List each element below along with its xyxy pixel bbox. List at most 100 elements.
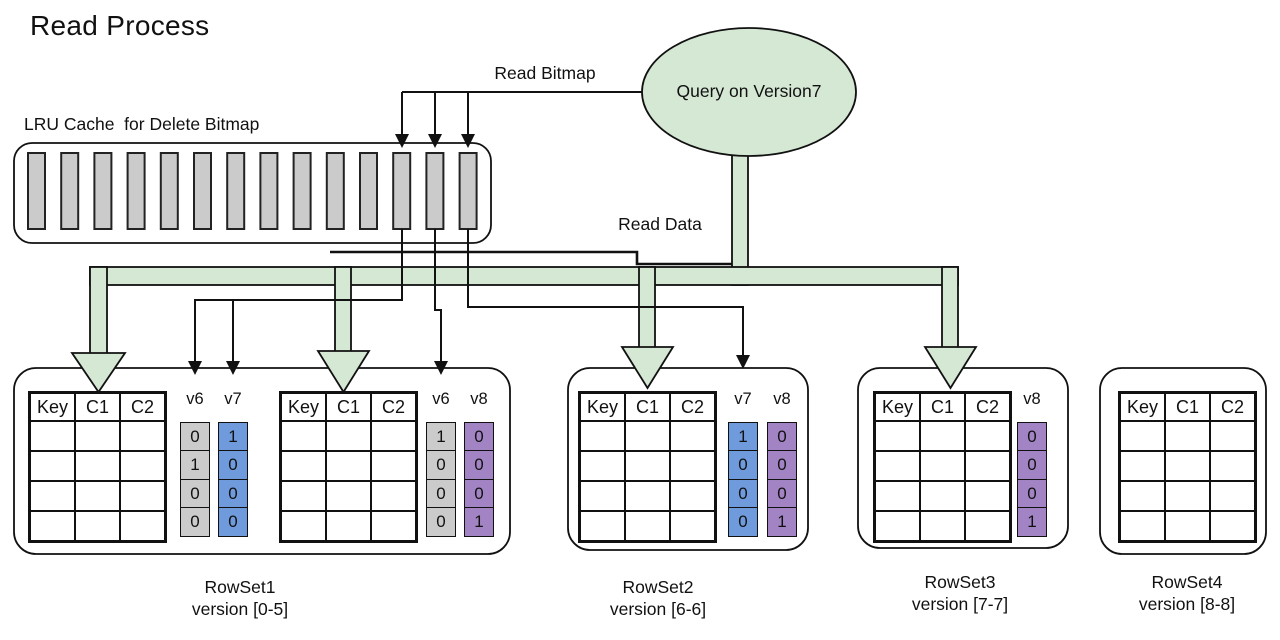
cache-slot-bar — [259, 152, 279, 230]
empty-cell — [281, 451, 326, 481]
bitmap-cell: 0 — [180, 507, 210, 538]
bitmap-cell: 1 — [426, 422, 456, 452]
empty-cell — [965, 451, 1010, 481]
bitmap-wires — [188, 91, 750, 375]
bitmap-label-v7: v7 — [224, 390, 242, 408]
rowset-version: version [8-8] — [1138, 594, 1236, 614]
cache-slot-bar — [458, 152, 478, 230]
cache-slot-bar — [359, 152, 378, 230]
empty-cell — [30, 421, 75, 451]
empty-cell — [1165, 481, 1210, 511]
rowset4-table: Key C1 C2 — [1118, 391, 1257, 543]
empty-cell — [371, 421, 416, 451]
empty-cell — [920, 511, 965, 541]
bitmap-cell: 1 — [767, 507, 797, 538]
empty-cell — [920, 421, 965, 451]
empty-cell — [1165, 421, 1210, 451]
empty-cell — [326, 481, 371, 511]
empty-cell — [371, 451, 416, 481]
empty-cell — [30, 451, 75, 481]
col-header: C2 — [371, 393, 416, 421]
bitmap-label-v8: v8 — [470, 390, 488, 408]
bitmap-cell: 0 — [426, 478, 456, 509]
col-header: Key — [875, 393, 920, 421]
empty-cell — [281, 481, 326, 511]
empty-cell — [580, 451, 625, 481]
empty-cell — [281, 421, 326, 451]
rowset2-table: Key C1 C2 — [578, 391, 717, 543]
empty-cell — [120, 481, 165, 511]
cache-slot-bar — [159, 152, 179, 230]
empty-cell — [1120, 511, 1165, 541]
empty-cell — [670, 451, 715, 481]
empty-cell — [580, 421, 625, 451]
empty-cell — [120, 451, 165, 481]
bitmap-cell: 0 — [180, 422, 210, 452]
rowset3-caption: RowSet3 version [7-7] — [850, 571, 1070, 615]
bitmap-cell: 0 — [426, 450, 456, 481]
empty-cell — [371, 511, 416, 541]
empty-cell — [875, 481, 920, 511]
rowset-name: RowSet4 — [1151, 572, 1223, 592]
bitmap-cell: 0 — [426, 507, 456, 538]
empty-cell — [670, 511, 715, 541]
bitmap-cell: 0 — [728, 450, 758, 481]
empty-cell — [625, 421, 670, 451]
bitmap-column-v7: 1 0 0 0 — [218, 422, 248, 538]
lru-cache-label: LRU Cache for Delete Bitmap — [24, 114, 260, 134]
pipe-stem-rowset1b — [334, 266, 352, 354]
col-header: Key — [281, 393, 326, 421]
bitmap-label-v8: v8 — [1023, 390, 1041, 408]
empty-cell — [625, 481, 670, 511]
empty-cell — [670, 481, 715, 511]
empty-cell — [875, 511, 920, 541]
empty-cell — [670, 421, 715, 451]
bitmap-label-v7: v7 — [734, 390, 752, 408]
col-header: C2 — [670, 393, 715, 421]
bitmap-column-v7: 1 0 0 0 — [728, 422, 758, 538]
empty-cell — [625, 511, 670, 541]
bitmap-column-v6: 0 1 0 0 — [180, 422, 210, 538]
bitmap-cell: 1 — [464, 507, 494, 538]
empty-cell — [281, 511, 326, 541]
bitmap-cell: 0 — [218, 507, 248, 538]
empty-cell — [371, 481, 416, 511]
green-arrowhead-rowset1a — [70, 352, 127, 394]
empty-cell — [1120, 451, 1165, 481]
col-header: C1 — [326, 393, 371, 421]
empty-cell — [1210, 511, 1255, 541]
bitmap-column-v8: 0 0 0 1 — [767, 422, 797, 538]
cache-slot-bar — [60, 152, 80, 230]
bitmap-cell: 0 — [767, 422, 797, 452]
cache-slot-bar — [193, 152, 212, 230]
col-header: Key — [30, 393, 75, 421]
read-bitmap-label: Read Bitmap — [494, 63, 596, 83]
empty-cell — [1210, 421, 1255, 451]
bitmap-cell: 0 — [218, 478, 248, 509]
bitmap-cell: 0 — [728, 478, 758, 509]
bitmap-column-v8: 0 0 0 1 — [464, 422, 494, 538]
rowset3-table: Key C1 C2 — [873, 391, 1012, 543]
bitmap-label-v6: v6 — [186, 390, 204, 408]
empty-cell — [326, 511, 371, 541]
empty-cell — [30, 481, 75, 511]
empty-cell — [326, 421, 371, 451]
cache-slot-bar — [126, 152, 146, 230]
cache-slot-bars — [27, 152, 478, 230]
cache-slot-bar — [425, 152, 445, 230]
rowset1-table-a: Key C1 C2 — [28, 391, 167, 543]
empty-cell — [875, 451, 920, 481]
empty-cell — [75, 511, 120, 541]
bitmap-cell: 0 — [767, 478, 797, 509]
empty-cell — [1165, 451, 1210, 481]
bitmap-cell: 0 — [180, 478, 210, 509]
empty-cell — [326, 451, 371, 481]
empty-cell — [965, 511, 1010, 541]
pipe-stem-rowset3 — [941, 266, 959, 350]
empty-cell — [625, 451, 670, 481]
bitmap-cell: 1 — [180, 450, 210, 481]
lru-cache-box — [13, 142, 492, 244]
empty-cell — [75, 451, 120, 481]
bitmap-cell: 0 — [464, 478, 494, 509]
